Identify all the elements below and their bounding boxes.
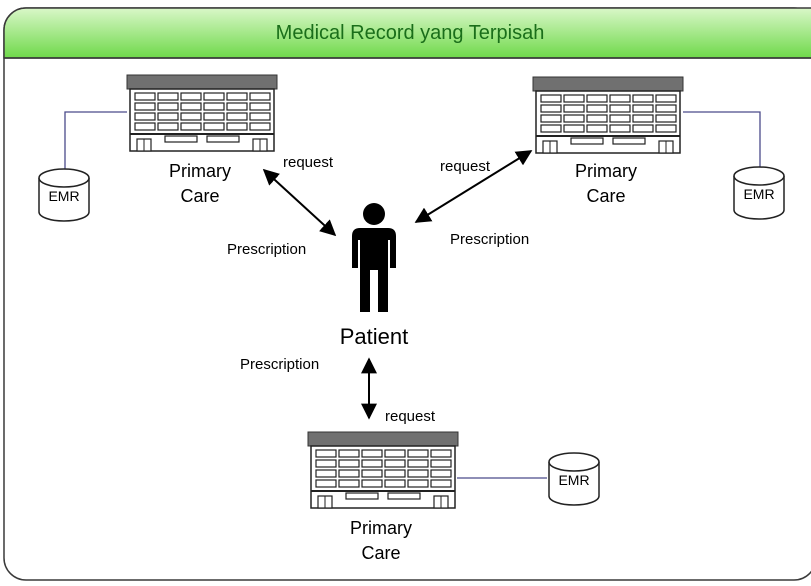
facility-label-line2: Care — [361, 543, 400, 563]
facility-label-line1: Primary — [169, 161, 231, 181]
facility-bottom: Primary Care EMR request Prescription — [240, 356, 600, 563]
prescription-label: Prescription — [240, 356, 319, 373]
facility-label-line2: Care — [586, 186, 625, 206]
emr-link-top-right — [683, 111, 761, 168]
request-label: request — [385, 408, 436, 425]
emr-label: EMR — [48, 188, 79, 204]
patient-person-icon — [352, 203, 396, 312]
hospital-building-icon — [307, 431, 459, 509]
request-label: request — [283, 154, 334, 171]
emr-label: EMR — [558, 472, 589, 488]
hospital-building-icon — [126, 74, 278, 152]
diagram-title: Medical Record yang Terpisah — [276, 22, 545, 44]
arrow-top-left — [262, 168, 337, 237]
arrow-top-right — [414, 150, 533, 223]
emr-label: EMR — [743, 186, 774, 202]
hospital-building-icon — [532, 76, 684, 154]
prescription-label: Prescription — [450, 231, 529, 248]
facility-label-line1: Primary — [350, 518, 412, 538]
request-label: request — [440, 158, 491, 175]
facility-label-line2: Care — [180, 186, 219, 206]
prescription-label: Prescription — [227, 241, 306, 258]
facility-top-left: Primary Care EMR request Prescription — [38, 74, 334, 258]
facility-label-line1: Primary — [575, 161, 637, 181]
patient-label: Patient — [340, 324, 409, 349]
emr-link-top-left — [64, 111, 127, 170]
